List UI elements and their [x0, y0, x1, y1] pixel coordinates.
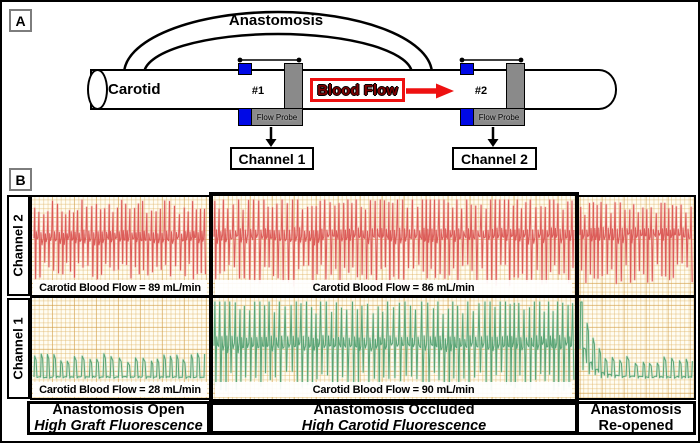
trace-ch1-section-2: [578, 300, 694, 380]
probe-1-number: #1: [251, 85, 265, 97]
flow-trace-plot: [32, 198, 694, 393]
phase-reopened-line2: Re-opened: [598, 418, 674, 434]
channel-1-axis-label: Channel 1: [7, 298, 30, 399]
trace-ch2-section-1: [213, 199, 575, 287]
probe-2-foot: Flow Probe: [473, 108, 525, 126]
probe-1-clip-bottom: [238, 108, 252, 126]
probe-2-clip-top: [460, 63, 474, 75]
phase-occluded-line2: High Carotid Fluorescence: [301, 418, 487, 434]
anastomosis-label: Anastomosis: [228, 12, 324, 29]
probe-1-foot: Flow Probe: [251, 108, 303, 126]
channel-row-divider: [30, 295, 696, 298]
channel-1-box: Channel 1: [230, 147, 314, 170]
channel-2-axis-text: Channel 2: [11, 214, 26, 277]
trace-ch1-section-0: [33, 352, 206, 379]
channel-2-axis-label: Channel 2: [7, 195, 30, 296]
flow-value-open-ch1: Carotid Blood Flow = 28 mL/min: [33, 382, 207, 397]
carotid-label: Carotid: [108, 81, 161, 98]
probe-1-caliper: [237, 57, 302, 63]
probe-2-output-arrow: [487, 127, 499, 147]
phase-label-reopened: Anastomosis Re-opened: [576, 401, 696, 435]
flow-value-open-ch2: Carotid Blood Flow = 89 mL/min: [33, 280, 207, 295]
panel-a-label: A: [9, 9, 32, 32]
trace-ch1-section-1: [213, 301, 575, 392]
blood-flow-label: Blood Flow: [317, 81, 398, 99]
channel-1-axis-text: Channel 1: [11, 317, 26, 380]
flow-value-occluded-ch2: Carotid Blood Flow = 86 mL/min: [215, 280, 572, 295]
phase-open-line2: High Graft Fluorescence: [34, 418, 203, 434]
probe-2-clip-bottom: [460, 108, 474, 126]
panel-b-label: B: [9, 168, 32, 191]
channel-2-box: Channel 2: [452, 147, 537, 170]
trace-ch2-section-0: [33, 199, 206, 280]
trace-ch1-section-2: [579, 301, 693, 379]
phase-reopened-line1: Anastomosis: [590, 402, 682, 418]
carotid-tube-open-end: [87, 69, 108, 110]
phase-open-line1: Anastomosis Open: [52, 402, 185, 418]
phase-occluded-line1: Anastomosis Occluded: [313, 402, 475, 418]
probe-2-label: Flow Probe: [478, 112, 520, 122]
probe-2-number: #2: [474, 85, 488, 97]
phase-label-open: Anastomosis Open High Graft Fluorescence: [27, 401, 210, 435]
blood-flow-box: Blood Flow: [310, 78, 405, 102]
probe-1-clip-top: [238, 63, 252, 75]
probe-1-label: Flow Probe: [256, 112, 298, 122]
probe-1-output-arrow: [265, 127, 277, 147]
probe-2-caliper: [459, 57, 524, 63]
phase-label-occluded: Anastomosis Occluded High Carotid Fluore…: [209, 401, 579, 435]
flow-value-occluded-ch1: Carotid Blood Flow = 90 mL/min: [215, 382, 572, 397]
trace-ch2-section-2: [579, 202, 693, 284]
